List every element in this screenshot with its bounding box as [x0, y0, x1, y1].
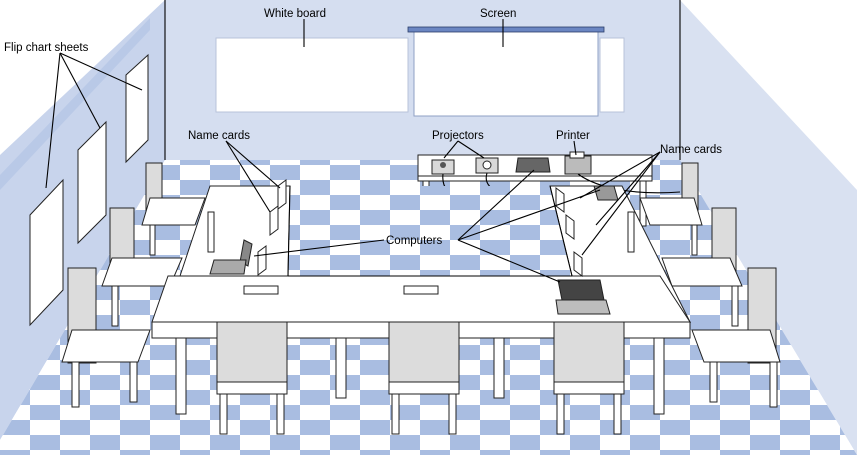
flip-chart-sheet-2	[77, 120, 107, 245]
flip-chart-sheet-1	[29, 178, 64, 327]
front-chairs	[216, 321, 625, 435]
leader-lines	[45, 19, 661, 283]
flip-chart-sheet-3	[125, 53, 149, 164]
tablet-device	[515, 157, 551, 173]
chair	[691, 267, 781, 408]
printer-label: Printer	[556, 130, 590, 142]
chair	[639, 162, 703, 256]
right-chairs	[639, 162, 781, 408]
projectors-label: Projectors	[432, 130, 484, 142]
bottom-margin	[0, 455, 857, 467]
name-cards-right-label: Name cards	[660, 144, 722, 156]
left-wall-edge	[0, 18, 150, 190]
chair	[216, 321, 288, 435]
chair	[141, 162, 206, 256]
name-cards-left-label: Name cards	[188, 130, 250, 142]
equipment-table	[417, 151, 681, 227]
u-shaped-table	[151, 185, 692, 415]
flip-chart-sheets-label: Flip chart sheets	[4, 42, 89, 54]
screen-label: Screen	[480, 8, 516, 20]
computers-label: Computers	[386, 235, 442, 247]
chair	[61, 267, 151, 408]
projection-screen	[413, 29, 599, 117]
right-wall	[680, 0, 857, 455]
chair	[661, 207, 743, 327]
white-board	[215, 37, 409, 113]
chair	[553, 321, 625, 435]
laptop-front-right	[555, 279, 611, 315]
screen-roller	[407, 26, 605, 33]
right-window-panel	[599, 37, 625, 113]
left-chairs	[61, 162, 206, 408]
white-board-label: White board	[264, 8, 326, 20]
printer-device	[564, 155, 592, 175]
chair	[101, 207, 183, 327]
laptop-left	[209, 239, 253, 275]
chair	[388, 321, 460, 435]
name-cards	[243, 179, 583, 295]
